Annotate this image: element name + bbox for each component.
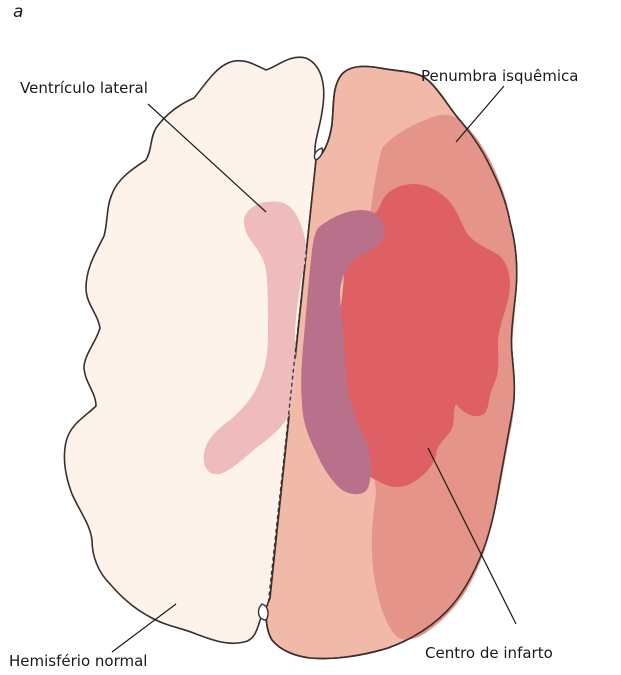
- label-infarct-core: Centro de infarto: [425, 646, 553, 661]
- label-normal-hemisphere: Hemisfério normal: [9, 654, 147, 669]
- leader-ischemic-penumbra: [456, 86, 504, 142]
- label-ischemic-penumbra: Penumbra isquêmica: [421, 69, 578, 84]
- label-lateral-ventricle: Ventrículo lateral: [20, 81, 148, 96]
